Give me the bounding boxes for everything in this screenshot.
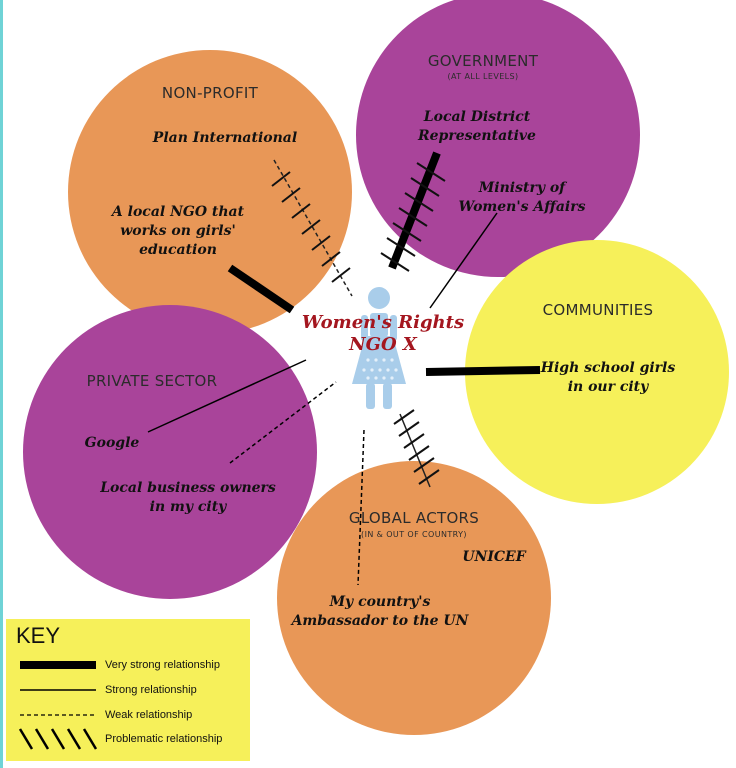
actor-local-business-line1: Local business owners: [99, 480, 276, 496]
edge-strip: [0, 0, 3, 768]
link-google: [147, 359, 307, 433]
actor-ministry-line1: Ministry of: [478, 180, 568, 196]
actor-local-ngo-line3: education: [139, 242, 217, 258]
nonprofit-circle: [68, 50, 352, 334]
link-local-ngo: [227, 264, 295, 314]
actor-plan-international: Plan International: [152, 130, 297, 146]
nonprofit-title: NON-PROFIT: [162, 84, 259, 102]
problematic-hatch-unicef: [393, 409, 440, 485]
actor-ambassador-line1: My country's: [329, 594, 431, 610]
actor-google: Google: [85, 435, 140, 451]
actor-high-school-line2: in our city: [568, 379, 649, 395]
communities-title: COMMUNITIES: [543, 301, 654, 319]
government-subtitle: (AT ALL LEVELS): [447, 72, 518, 81]
key-swatches: [18, 661, 98, 750]
actor-ministry-line2: Women's Affairs: [459, 199, 586, 215]
communities-circle: [465, 240, 729, 504]
dress-pattern: [362, 358, 398, 380]
private-sector-circle: [23, 305, 317, 599]
actor-local-ngo-line1: A local NGO that: [110, 204, 245, 220]
key-label-strong: Strong relationship: [105, 684, 197, 696]
key-label-weak: Weak relationship: [105, 709, 193, 721]
problematic-hatch-district: [380, 162, 446, 272]
private-sector-title: PRIVATE SECTOR: [87, 372, 218, 390]
global-actors-title: GLOBAL ACTORS: [349, 509, 479, 527]
global-actors-subtitle: (IN & OUT OF COUNTRY): [361, 530, 467, 539]
global-actors-circle: [277, 461, 551, 735]
link-local-business: [229, 381, 337, 464]
key-problematic-swatch: [18, 728, 98, 750]
link-ambassador: [357, 429, 365, 586]
actor-local-district-line1: Local District: [423, 109, 531, 125]
link-high-school-girls: [425, 366, 541, 376]
actor-ambassador-line2: Ambassador to the UN: [290, 613, 470, 629]
actor-high-school-line1: High school girls: [540, 360, 676, 376]
key-legend: KEY Very strong relationship Strong rela…: [6, 619, 250, 761]
key-label-problematic: Problematic relationship: [105, 733, 223, 745]
key-label-very-strong: Very strong relationship: [105, 659, 220, 671]
key-title: KEY: [16, 623, 61, 648]
link-plan-international: [273, 159, 353, 297]
actor-unicef: UNICEF: [462, 549, 526, 565]
center-title-line2: NGO X: [348, 334, 418, 355]
problematic-hatch-plan: [271, 171, 351, 283]
link-ministry: [429, 212, 498, 309]
actor-local-district-line2: Representative: [417, 128, 536, 144]
actor-local-business-line2: in my city: [150, 499, 228, 515]
center-title-line1: Women's Rights: [302, 312, 464, 333]
actor-local-ngo-line2: works on girls': [120, 223, 236, 239]
government-title: GOVERNMENT: [428, 52, 539, 70]
link-unicef: [399, 413, 431, 488]
woman-figure-icon: [352, 287, 406, 409]
